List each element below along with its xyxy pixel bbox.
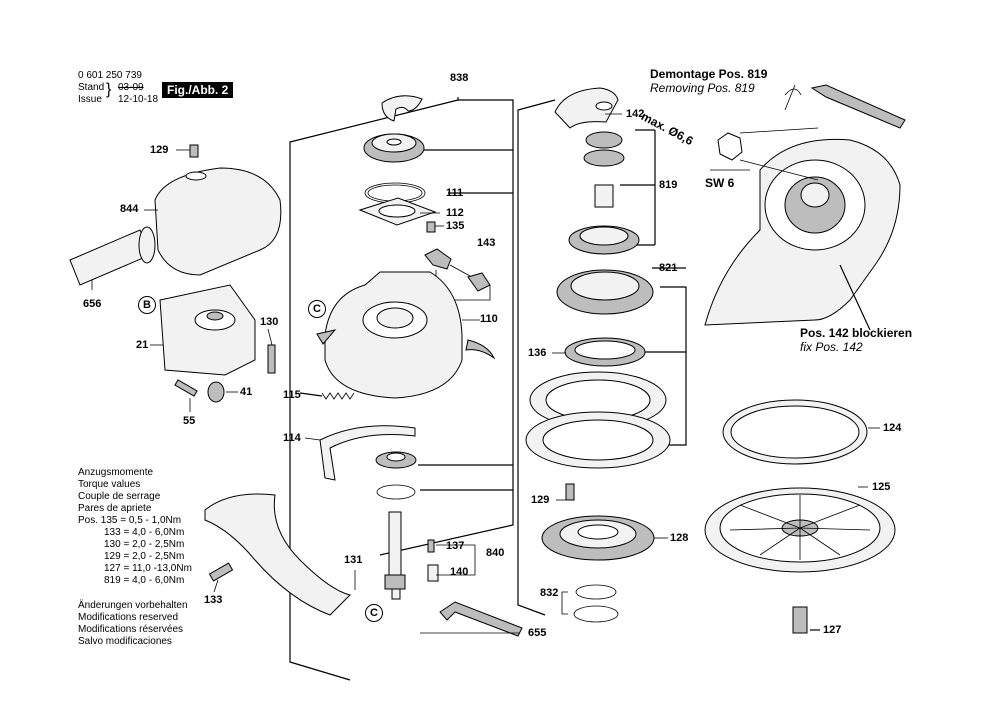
bevel-gear	[363, 133, 425, 163]
bushing-41	[207, 381, 225, 403]
callout-41: 41	[240, 386, 253, 398]
modifications-de: Änderungen vorbehalten	[78, 600, 188, 611]
callout-125: 125	[872, 481, 891, 493]
torque-row: 133 = 4,0 - 6,0Nm	[104, 527, 185, 538]
ring-124	[722, 399, 868, 465]
callout-821: 821	[659, 262, 678, 274]
callout-840: 840	[486, 547, 505, 559]
callout-112: 112	[446, 207, 464, 219]
callout-111: 111	[446, 187, 464, 199]
callout-110: 110	[480, 313, 498, 325]
wrench-size-label: SW 6	[705, 176, 735, 190]
brace-symbol: }	[106, 81, 112, 98]
callout-136: 136	[528, 347, 547, 359]
callout-129-right: 129	[531, 494, 550, 506]
torque-heading-de: Anzugsmomente	[78, 467, 154, 478]
modifications-fr: Modifications réservées	[78, 624, 184, 635]
gear-housing	[316, 271, 496, 399]
motor-cap-844	[154, 167, 282, 276]
screw-135	[426, 221, 436, 233]
torque-row: 130 = 2,0 - 2,5Nm	[104, 539, 185, 550]
callout-140: 140	[450, 566, 469, 578]
callout-135: 135	[446, 220, 465, 232]
brush-holder-143	[424, 248, 491, 301]
screw-130	[267, 344, 276, 374]
modifications-en: Modifications reserved	[78, 612, 179, 623]
callout-844: 844	[120, 203, 139, 215]
callout-143: 143	[477, 237, 496, 249]
torque-row: 129 = 2,0 - 2,5Nm	[104, 551, 185, 562]
issue-value: 12-10-18	[118, 94, 159, 105]
callout-124: 124	[883, 422, 902, 434]
torque-heading-es: Pares de apriete	[78, 503, 152, 514]
gear-set-821	[556, 225, 654, 315]
hex-key-655	[439, 601, 523, 637]
bearing	[375, 451, 417, 469]
torque-row: 127 = 11,0 -13,0Nm	[104, 563, 192, 574]
callout-131: 131	[344, 554, 363, 566]
callout-130: 130	[260, 316, 279, 328]
screw-133	[208, 562, 234, 582]
snap-ring	[376, 484, 416, 500]
callout-c-top: C	[308, 300, 326, 318]
stand-label: Stand	[78, 82, 105, 93]
figure-label: Fig./Abb. 2	[162, 82, 234, 98]
block-note-en: fix Pos. 142	[800, 340, 863, 354]
callout-655: 655	[528, 627, 547, 639]
handle-656	[69, 229, 151, 286]
motor-housing-21	[159, 284, 256, 376]
callout-c-bottom: C	[365, 604, 383, 622]
torque-heading-fr: Couple de serrage	[78, 491, 161, 502]
callout-21: 21	[136, 339, 149, 351]
callout-128: 128	[670, 532, 689, 544]
callout-129: 129	[150, 144, 169, 156]
modifications-es: Salvo modificaciones	[78, 636, 172, 647]
removal-title-en: Removing Pos. 819	[650, 81, 755, 95]
callout-838: 838	[450, 72, 469, 84]
band-114	[319, 425, 416, 481]
leader-lines	[91, 113, 880, 634]
callout-127: 127	[823, 624, 842, 636]
spindle-shaft	[384, 511, 406, 600]
detail-view-removal	[704, 84, 906, 331]
callout-133: 133	[204, 594, 223, 606]
torque-row: Pos. 135 = 0,5 - 1,0Nm	[78, 515, 182, 526]
callout-55: 55	[183, 415, 196, 427]
issue-label: Issue	[78, 94, 102, 105]
screw-129-top	[189, 144, 199, 158]
bracket-838	[289, 97, 514, 681]
screw-55	[174, 379, 198, 397]
removal-title-de: Demontage Pos. 819	[650, 67, 768, 81]
callout-b: B	[138, 296, 156, 314]
doc-number: 0 601 250 739	[78, 70, 142, 81]
callout-832: 832	[540, 587, 559, 599]
frame-right	[517, 99, 687, 616]
sanding-pad-125	[704, 487, 896, 573]
callout-137: 137	[446, 540, 465, 552]
stand-value: 03-09	[118, 82, 144, 93]
callout-656: 656	[83, 298, 102, 310]
spring-115	[299, 392, 355, 400]
callout-142: 142	[626, 108, 645, 120]
callout-115: 115	[283, 389, 301, 401]
cap-838	[381, 95, 423, 122]
block-note-de: Pos. 142 blockieren	[800, 326, 913, 340]
guard-142	[554, 87, 619, 129]
torque-heading-en: Torque values	[78, 479, 141, 490]
bearing-flange-128	[541, 515, 655, 561]
side-handle-131	[204, 493, 351, 616]
torque-row: 819 = 4,0 - 6,0Nm	[104, 575, 185, 586]
callout-819: 819	[659, 179, 678, 191]
callout-114: 114	[283, 432, 301, 444]
